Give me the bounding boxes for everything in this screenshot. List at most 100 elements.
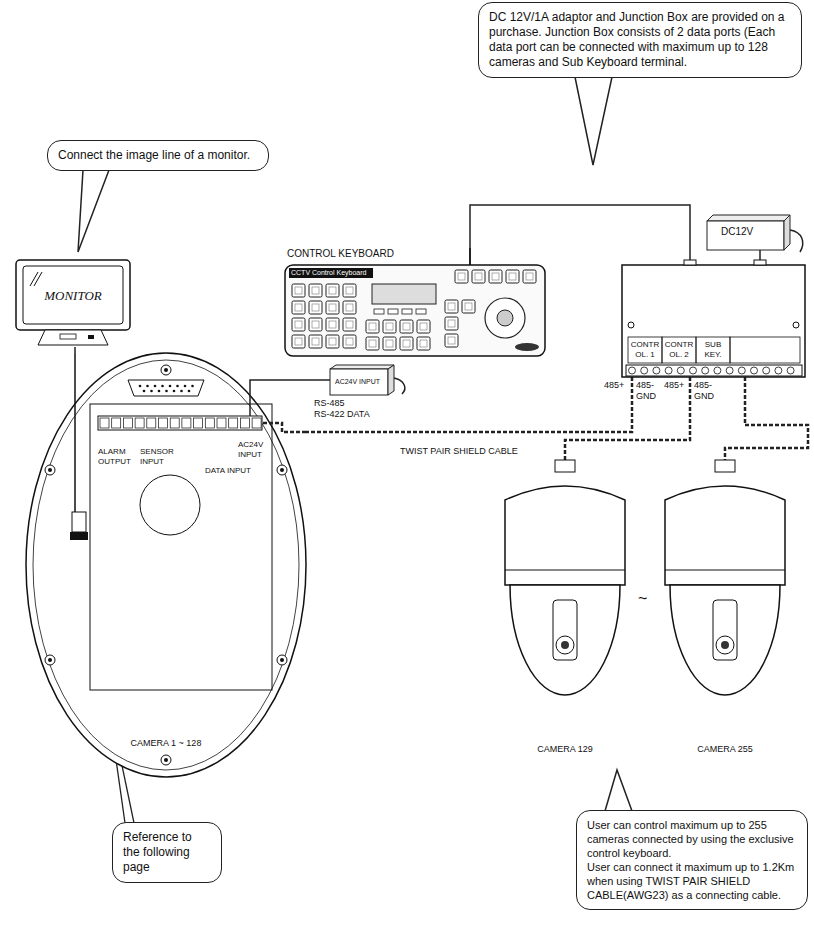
terminal-screw	[690, 367, 697, 374]
node-text: ALARM OUTPUT	[98, 447, 136, 467]
terminal	[123, 418, 132, 428]
lens	[556, 636, 574, 654]
shape-group	[285, 248, 545, 356]
key-face	[465, 303, 472, 310]
connector-pin	[188, 390, 191, 393]
terminal-screw	[653, 367, 660, 374]
key-face	[312, 287, 319, 294]
terminal	[240, 418, 249, 428]
housing-band	[665, 570, 785, 571]
key-face	[458, 273, 465, 280]
key-face	[448, 320, 455, 327]
shape-group	[16, 260, 130, 345]
key	[523, 270, 536, 283]
base-plate-rim	[33, 360, 299, 770]
camera-base: ALARM OUTPUTSENSOR INPUTDATA INPUTAC24V …	[26, 353, 306, 777]
node-text: DC12V	[721, 226, 753, 238]
connector-pin	[180, 390, 183, 393]
cable-stub	[469, 248, 471, 265]
dome-cover	[670, 585, 780, 695]
mount-plate	[90, 404, 272, 690]
key-face	[346, 304, 353, 311]
cable	[470, 205, 690, 265]
signal-label: GND	[694, 391, 714, 402]
adaptor-side	[784, 215, 790, 250]
key-face	[346, 338, 353, 345]
key-face	[346, 287, 353, 294]
base-plate-outline	[26, 353, 306, 777]
callout-text: User can connect it maximum up to 1.2Km …	[587, 860, 797, 902]
key-face	[329, 321, 336, 328]
callout-bubble: DC 12V/1A adaptor and Junction Box are p…	[478, 2, 802, 78]
housing-band	[505, 570, 625, 571]
key-face	[386, 323, 393, 330]
shape-group	[505, 460, 625, 695]
node-text: CONTR OL. 1	[629, 340, 661, 360]
signal-label: RS-422 DATA	[314, 409, 370, 420]
shape-group	[707, 215, 803, 252]
power-cord	[790, 230, 803, 252]
dome-cover	[510, 585, 620, 695]
connector-pin	[158, 390, 161, 393]
key-face	[492, 273, 499, 280]
d-sub-connector	[128, 380, 204, 396]
mount-hole	[628, 322, 634, 328]
shape-group	[330, 365, 405, 395]
dome-housing	[505, 486, 625, 585]
shape-outline	[650, 460, 800, 765]
lcd-display	[372, 284, 436, 304]
port-cell	[730, 337, 800, 363]
lens-glass	[721, 641, 729, 649]
monitor-screen	[23, 266, 123, 324]
lens	[716, 636, 734, 654]
node-text: CAMERA 255	[665, 743, 785, 755]
terminal	[159, 418, 168, 428]
ac-adaptor: AC24V INPUT	[330, 365, 400, 395]
callout-tail	[605, 770, 632, 811]
key-face	[526, 273, 533, 280]
signal-label: 485+	[664, 380, 684, 391]
node-text: CAMERA 129	[505, 743, 625, 755]
node-text: CONTROL KEYBOARD	[287, 248, 394, 260]
joystick	[497, 310, 513, 326]
key	[445, 317, 458, 330]
terminal	[252, 418, 261, 428]
stand-button	[60, 334, 76, 339]
screw-head	[48, 658, 52, 662]
shape-outline	[490, 460, 640, 765]
key	[292, 301, 305, 314]
twisted-pair-cable	[725, 377, 808, 460]
signal-label: RS-485	[314, 398, 345, 409]
terminal	[147, 418, 156, 428]
terminal	[194, 418, 203, 428]
adaptor-side	[388, 365, 394, 395]
key-face	[369, 323, 376, 330]
node-text: DATA INPUT	[205, 466, 251, 476]
key	[292, 318, 305, 331]
port-cell	[696, 337, 730, 363]
callout-text: User can control maximum up to 255 camer…	[587, 818, 797, 860]
key	[309, 318, 322, 331]
key	[445, 334, 458, 347]
connector-pin	[165, 390, 168, 393]
monitor-case	[16, 260, 130, 330]
key	[417, 320, 430, 333]
node-text: CAMERA 1 ~ 128	[116, 738, 216, 749]
terminal-screw	[702, 367, 709, 374]
bnc-jack	[70, 532, 88, 540]
terminal-screw	[665, 367, 672, 374]
key-face	[329, 338, 336, 345]
node-text: CONTR OL. 2	[663, 340, 695, 360]
shape-group	[26, 353, 306, 777]
socket	[754, 260, 766, 265]
key	[462, 300, 475, 313]
terminal-screw	[775, 367, 782, 374]
terminal-screw	[763, 367, 770, 374]
key-face	[329, 304, 336, 311]
signal-label: 485-	[636, 380, 654, 391]
key	[326, 301, 339, 314]
connector-pin	[143, 390, 146, 393]
node-text: AC24V INPUT	[335, 377, 380, 386]
bnc-connector	[72, 512, 86, 532]
